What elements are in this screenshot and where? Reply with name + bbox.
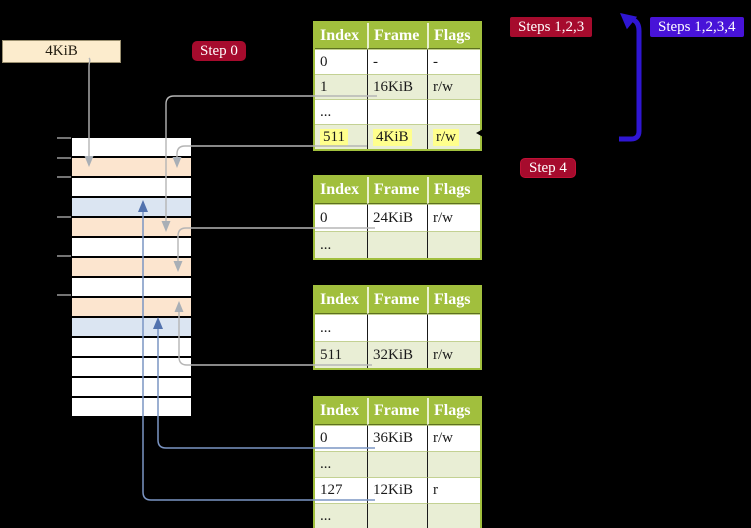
column-header: Flags	[427, 287, 480, 314]
memory-row	[72, 138, 191, 156]
memory-row	[72, 378, 191, 396]
step-4-badge: Step 4	[520, 158, 576, 178]
table-cell: 36KiB	[367, 425, 427, 451]
memory-row	[72, 218, 191, 236]
table-cell	[427, 503, 480, 528]
table-cell: 511	[315, 341, 367, 368]
table-cell: ...	[315, 314, 367, 341]
table-cell: -	[367, 49, 427, 74]
memory-row	[72, 178, 191, 196]
table-cell	[427, 451, 480, 477]
table-cell: 12KiB	[367, 477, 427, 503]
memory-row	[72, 258, 191, 276]
column-header: Flags	[427, 398, 480, 425]
column-header: Index	[315, 177, 367, 204]
table-cell: r/w	[427, 341, 480, 368]
table-cell: ...	[315, 451, 367, 477]
memory-row	[72, 358, 191, 376]
memory-row	[72, 318, 191, 336]
memory-row	[72, 158, 191, 176]
table-cell: 127	[315, 477, 367, 503]
column-header: Flags	[427, 23, 480, 49]
address-ticks	[57, 137, 71, 296]
table-cell	[427, 231, 480, 258]
table-cell-highlighted: 511	[315, 124, 367, 149]
table-cell: 0	[315, 425, 367, 451]
column-header: Index	[315, 287, 367, 314]
table-cell	[367, 99, 427, 124]
table-cell: ...	[315, 99, 367, 124]
memory-row	[72, 278, 191, 296]
table-cell: r/w	[427, 425, 480, 451]
steps-loop-arrow	[619, 13, 642, 142]
table-cell: -	[427, 49, 480, 74]
column-header: Index	[315, 23, 367, 49]
memory-stack	[72, 138, 191, 416]
column-header: Frame	[367, 177, 427, 204]
memory-row	[72, 398, 191, 416]
table-cell	[367, 503, 427, 528]
table-cell: 24KiB	[367, 204, 427, 231]
table-cell: 32KiB	[367, 341, 427, 368]
page-table-top: Index Frame Flags 0 - - 1 16KiB r/w ... …	[313, 21, 482, 151]
steps-123-badge: Steps 1,2,3	[510, 17, 593, 37]
highlight: 511	[320, 128, 348, 146]
column-header: Index	[315, 398, 367, 425]
step-0-badge: Step 0	[192, 41, 246, 61]
table-cell: 0	[315, 204, 367, 231]
table-cell: ...	[315, 231, 367, 258]
column-header: Frame	[367, 23, 427, 49]
memory-row	[72, 338, 191, 356]
table-cell: 0	[315, 49, 367, 74]
table-cell: r/w	[427, 204, 480, 231]
table-cell-highlighted: 4KiB	[367, 124, 427, 149]
table-cell-highlighted: r/w	[427, 124, 480, 149]
memory-row	[72, 298, 191, 316]
table-cell	[367, 451, 427, 477]
table-cell: 1	[315, 74, 367, 99]
page-size-box: 4KiB	[2, 40, 121, 63]
table-cell: 16KiB	[367, 74, 427, 99]
table-cell: r/w	[427, 74, 480, 99]
memory-row	[72, 198, 191, 216]
page-table-third: Index Frame Flags ... 511 32KiB r/w	[313, 285, 482, 370]
column-header: Frame	[367, 287, 427, 314]
table-cell: r	[427, 477, 480, 503]
table-cell	[367, 314, 427, 341]
memory-row	[72, 238, 191, 256]
column-header: Frame	[367, 398, 427, 425]
steps-1234-badge: Steps 1,2,3,4	[650, 17, 744, 37]
table-cell	[427, 99, 480, 124]
table-cell: ...	[315, 503, 367, 528]
table-cell	[367, 231, 427, 258]
table-cell	[427, 314, 480, 341]
highlight: r/w	[433, 128, 459, 146]
page-table-bottom: Index Frame Flags 0 36KiB r/w ... 127 12…	[313, 396, 482, 528]
column-header: Flags	[427, 177, 480, 204]
highlight: 4KiB	[373, 128, 412, 146]
page-table-second: Index Frame Flags 0 24KiB r/w ...	[313, 175, 482, 260]
